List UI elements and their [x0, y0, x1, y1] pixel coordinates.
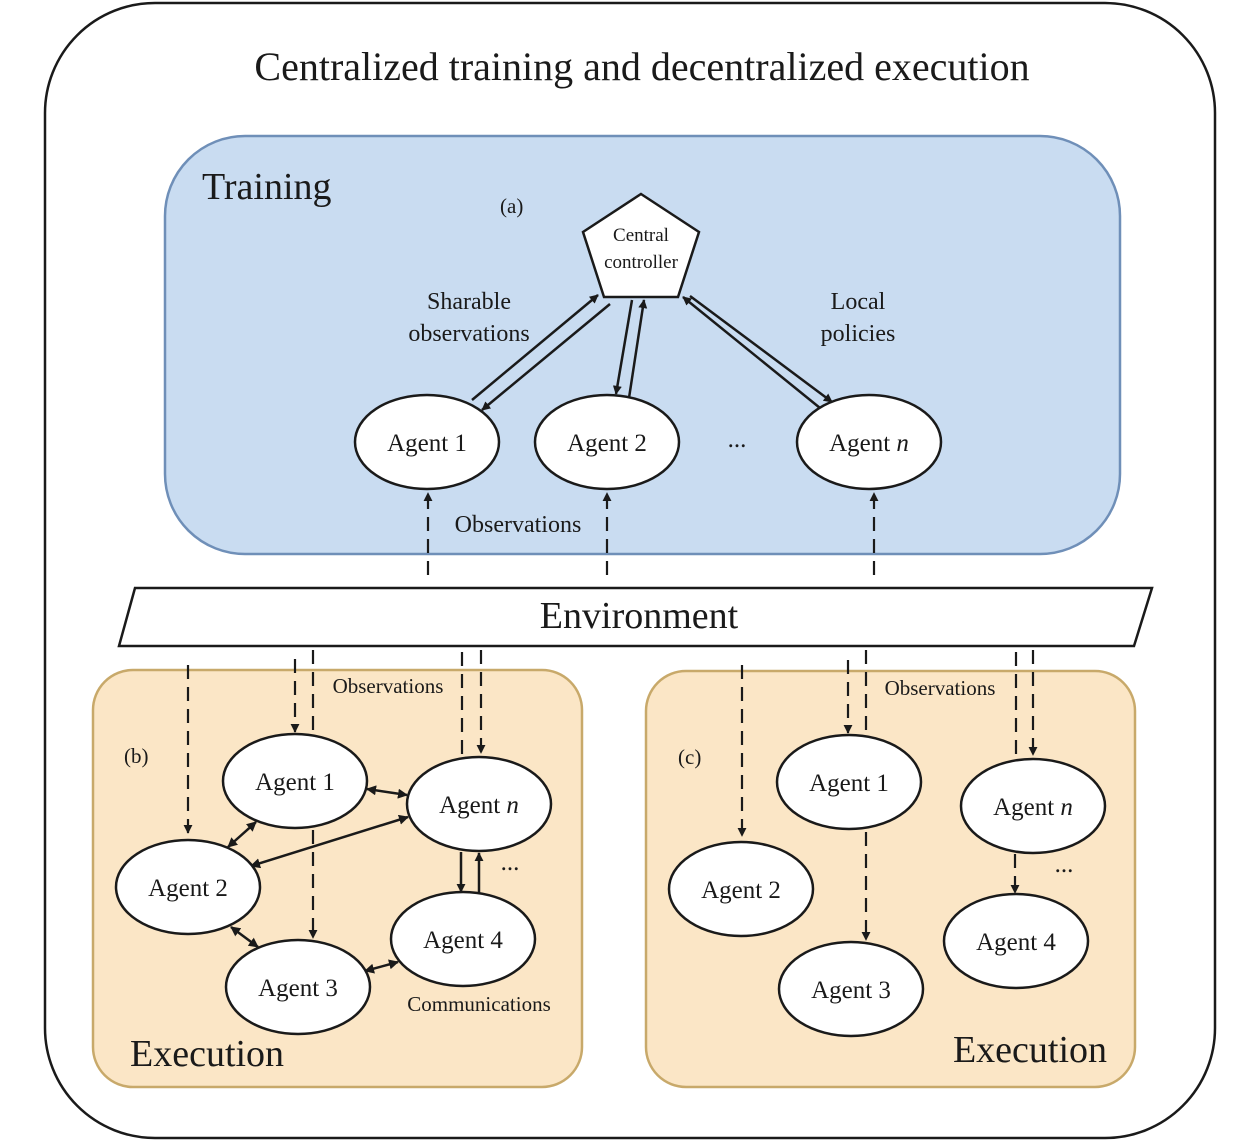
execution-c-heading: Execution — [953, 1029, 1107, 1071]
exec-b-agent-3 — [224, 938, 372, 1036]
environment-box — [117, 586, 1154, 648]
exec-b-agent-n — [405, 755, 553, 853]
training-ellipsis: ... — [728, 426, 747, 453]
comm-agent3-agent4 — [364, 959, 399, 974]
arrow-agent2-to-controller — [627, 299, 648, 399]
training-agent-1 — [353, 393, 501, 491]
exec-b-agent-1-label: Agent 1 — [255, 769, 335, 796]
training-agent-n-label: Agent n — [829, 430, 909, 457]
arrow-controller-to-agent1 — [481, 303, 611, 411]
exec-c-agent-n-label: Agent n — [993, 794, 1073, 821]
training-agent-n — [795, 393, 943, 491]
exec-c-agent-3 — [777, 940, 925, 1038]
comm-agent1-agentn — [366, 785, 408, 799]
diagram-title: Centralized training and decentralized e… — [254, 44, 1029, 89]
comm-agent2-agentn — [250, 814, 409, 869]
execution-b-observations-label: Observations — [333, 674, 444, 698]
arrow-controller-to-agentn — [689, 294, 833, 404]
training-heading: Training — [202, 166, 332, 208]
sharable-observations-label-2: observations — [408, 321, 529, 347]
exec-c-agent-4 — [942, 892, 1090, 990]
central-controller-label-2: controller — [604, 252, 679, 273]
execution-c-observations-label: Observations — [885, 676, 996, 700]
sharable-observations-label-1: Sharable — [427, 289, 511, 315]
training-agent-1-label: Agent 1 — [387, 430, 467, 457]
training-agent-2 — [533, 393, 681, 491]
exec-b-agent-n-label: Agent n — [439, 792, 519, 819]
execution-c-ellipsis: ... — [1055, 851, 1074, 878]
exec-c-agent-2-label: Agent 2 — [701, 877, 781, 904]
execution-b-tag: (b) — [124, 744, 149, 768]
exec-c-agent-4-label: Agent 4 — [976, 929, 1056, 956]
arrow-agentn-to-controller — [682, 296, 821, 409]
execution-b-heading: Execution — [130, 1033, 284, 1075]
exec-c-agent-1 — [775, 733, 923, 831]
exec-b-agent-4 — [389, 890, 537, 988]
local-policies-label-1: Local — [831, 289, 886, 315]
execution-b-communications-label: Communications — [407, 992, 551, 1016]
comm-agent2-agent3 — [230, 925, 259, 949]
training-tag: (a) — [500, 194, 523, 218]
central-controller-label-1: Central — [613, 225, 669, 246]
execution-b-ellipsis: ... — [501, 849, 520, 876]
arrow-controller-to-agent2 — [612, 299, 634, 395]
local-policies-label-2: policies — [821, 321, 896, 347]
exec-b-agent-2 — [114, 838, 262, 936]
exec-c-agent-2 — [667, 840, 815, 938]
execution-c-tag: (c) — [678, 745, 701, 769]
training-observations-label: Observations — [455, 512, 582, 538]
exec-b-agent-4-label: Agent 4 — [423, 927, 503, 954]
exec-b-agent-2-label: Agent 2 — [148, 875, 228, 902]
arrow-agent1-to-controller — [471, 294, 599, 401]
exec-b-agent-3-label: Agent 3 — [258, 975, 338, 1002]
training-agent-2-label: Agent 2 — [567, 430, 647, 457]
exec-c-agent-3-label: Agent 3 — [811, 977, 891, 1004]
environment-label: Environment — [540, 595, 739, 637]
exec-b-agent-1 — [221, 732, 369, 830]
central-controller — [581, 192, 701, 299]
exec-c-agent-n — [959, 757, 1107, 855]
exec-c-agent-1-label: Agent 1 — [809, 770, 889, 797]
